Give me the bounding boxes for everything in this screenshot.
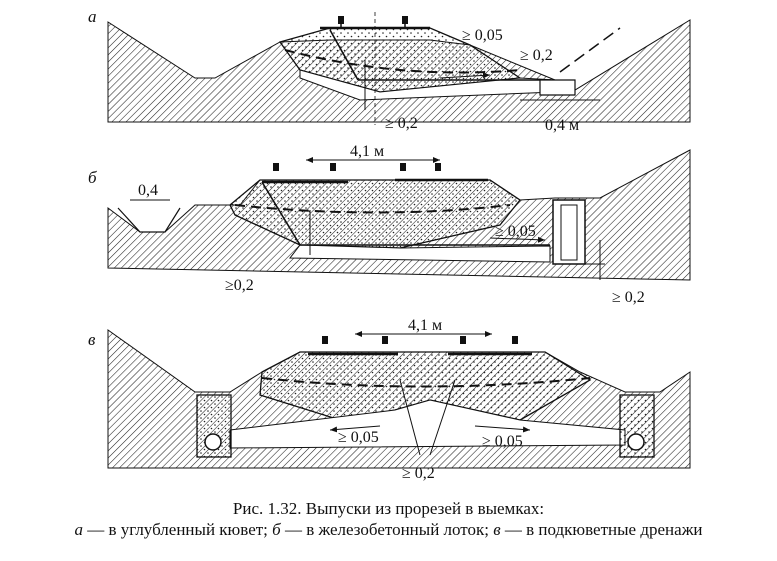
label-ditch-width-a: 0,4 м	[545, 117, 579, 134]
panel-letter-a: а	[88, 7, 97, 26]
label-cut-slope-a: ≥ 0,2	[520, 47, 553, 64]
label-slope-top-a: ≥ 0,05	[462, 27, 503, 44]
label-width-c: 4,1 м	[408, 317, 442, 334]
label-depth-c: ≥ 0,2	[402, 465, 435, 482]
panel-b: б 4,1 м 0,4 ≥ 0,05 ≥0,2 ≥ 0,2	[88, 143, 691, 306]
caption-letter-b: б	[272, 520, 281, 539]
label-ditch-width-b: 0,4	[138, 182, 158, 199]
figure-caption: Рис. 1.32. Выпуски из прорезей в выемках…	[0, 498, 777, 540]
panel-letter-b: б	[88, 168, 97, 187]
label-left-depth-b: ≥0,2	[225, 277, 254, 294]
label-depth-a: ≥ 0,2	[385, 115, 418, 132]
label-slope-right-c: ≥ 0,05	[482, 433, 523, 450]
label-width-b: 4,1 м	[350, 143, 384, 160]
caption-text-a: — в углубленный кювет;	[82, 520, 273, 539]
road-body-b	[229, 179, 521, 249]
caption-legend: а — в углубленный кювет; б — в железобет…	[0, 519, 777, 540]
panel-letter-c: в	[88, 330, 96, 349]
figure-diagram: а ≥ 0,05 ≥ 0,2 ≥ 0,2 0,4 м б 4,1 м 0,	[88, 7, 691, 482]
label-slope-left-c: ≥ 0,05	[338, 429, 379, 446]
label-right-depth-b: ≥ 0,2	[612, 289, 645, 306]
caption-letter-a: а	[74, 520, 83, 539]
panel-c: в 4,1 м ≥ 0,05 ≥ 0,05 ≥ 0,2	[88, 317, 691, 482]
panel-a: а ≥ 0,05 ≥ 0,2 ≥ 0,2 0,4 м	[88, 7, 691, 134]
caption-title: Рис. 1.32. Выпуски из прорезей в выемках…	[232, 499, 545, 518]
caption-text-c: — в подкюветные дренажи	[500, 520, 703, 539]
label-slope-b: ≥ 0,05	[495, 223, 536, 240]
caption-letter-c: в	[493, 520, 501, 539]
caption-text-b: — в железобетонный лоток;	[280, 520, 494, 539]
